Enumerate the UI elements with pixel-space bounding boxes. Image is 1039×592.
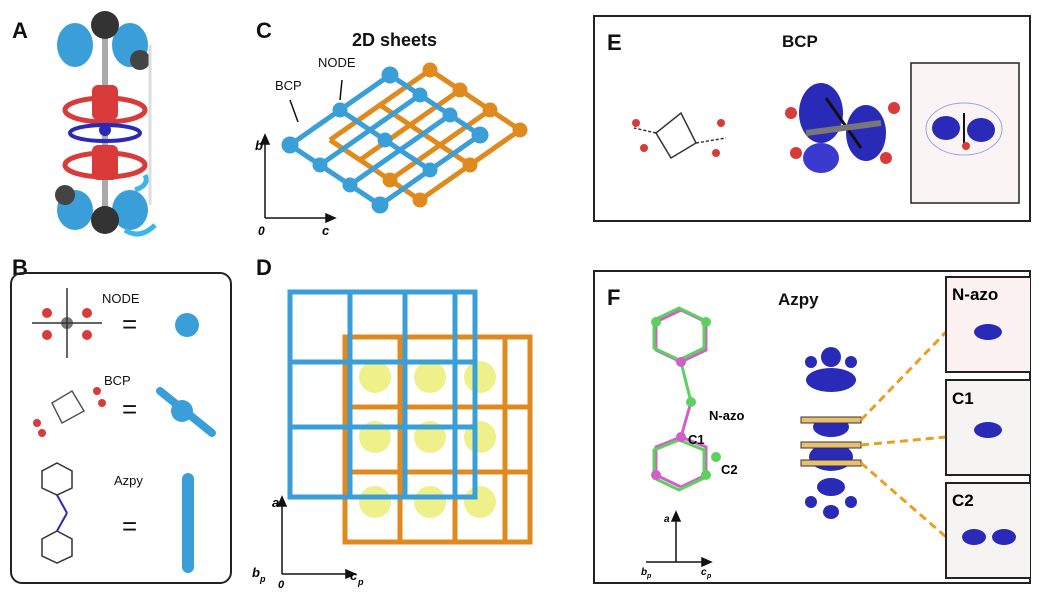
panel-d-axis-b: b [252,565,260,580]
panel-f-axis-c: c [701,567,707,578]
azpy-molecule-icon [41,462,73,564]
panel-c-origin: 0 [258,224,265,238]
panel-f-content: N-azo C1 C2 a b p c p N-azo C1 C2 [641,276,1031,580]
inset-label-c2: C2 [952,491,974,510]
panel-e-box [593,15,1031,222]
azpy-atoms [651,317,721,480]
panel-c-node-label: NODE [318,55,356,70]
node-sphere-icon [175,313,199,337]
panel-f-axis-b-sub: p [646,573,652,580]
panel-f-axis-b: b [641,567,647,578]
panel-d-framework: a b p c p 0 [252,289,533,591]
panel-d-origin: 0 [278,579,285,591]
panel-f-title: Azpy [778,290,819,309]
panel-f-axis-c-sub: p [706,573,712,580]
yellow-rods [359,361,496,518]
azpy-rod-icon [182,473,194,573]
blue-sheet [281,66,489,214]
arrow-icon [289,79,343,123]
panel-d-axis-c-sub: p [357,577,364,587]
label-n-azo: N-azo [709,408,744,423]
inset-label-n-azo: N-azo [952,285,998,304]
azpy-overlay-structure [652,306,708,492]
bcp-density-icon [785,83,900,173]
panel-d-axis-b-sub: p [259,574,266,584]
legend-equals-1: = [122,309,137,339]
panel-a-letter: A [12,18,28,43]
legend-azpy-label: Azpy [114,473,143,488]
panel-d-letter: D [256,255,272,280]
panel-e-title: BCP [782,32,818,51]
panel-f-axes [646,510,713,568]
panel-a-illustration [55,11,157,237]
panel-c-axis-c: c [322,223,330,238]
label-c1: C1 [688,432,705,447]
legend-bcp-label: BCP [104,373,131,388]
panel-c-axis-b: b [255,138,263,153]
blue-framework [287,289,478,500]
panel-b-legend: NODE = BCP = Azpy = [32,288,216,573]
panel-d-axis-c: c [350,568,358,583]
bcp-strut-icon [156,387,216,437]
panel-c-title: 2D sheets [352,30,438,50]
panel-c-sheets: b c 0 [255,62,528,238]
bcp-molecule-icon [33,387,106,437]
inset-c2-box [945,482,1031,579]
legend-equals-2: = [122,394,137,424]
panel-c-axes [259,133,337,224]
inset-label-c1: C1 [952,389,974,408]
node-molecule-icon [32,288,102,358]
panel-d-axis-a: a [272,495,279,510]
panel-b-legend-box [10,272,232,584]
bcp-structure-icon [632,111,727,160]
label-c2: C2 [721,462,738,477]
panel-f-letter: F [607,285,621,310]
slice-connectors [859,330,948,539]
panel-e-letter: E [607,30,622,55]
panel-c-bcp-label: BCP [275,78,302,93]
legend-node-label: NODE [102,291,140,306]
legend-equals-3: = [122,511,137,541]
panel-c-letter: C [256,18,272,43]
azpy-density-icon [805,347,857,519]
panel-f-axis-a: a [664,514,670,525]
panel-e-content [632,62,1020,204]
panel-d-axes [276,495,357,580]
